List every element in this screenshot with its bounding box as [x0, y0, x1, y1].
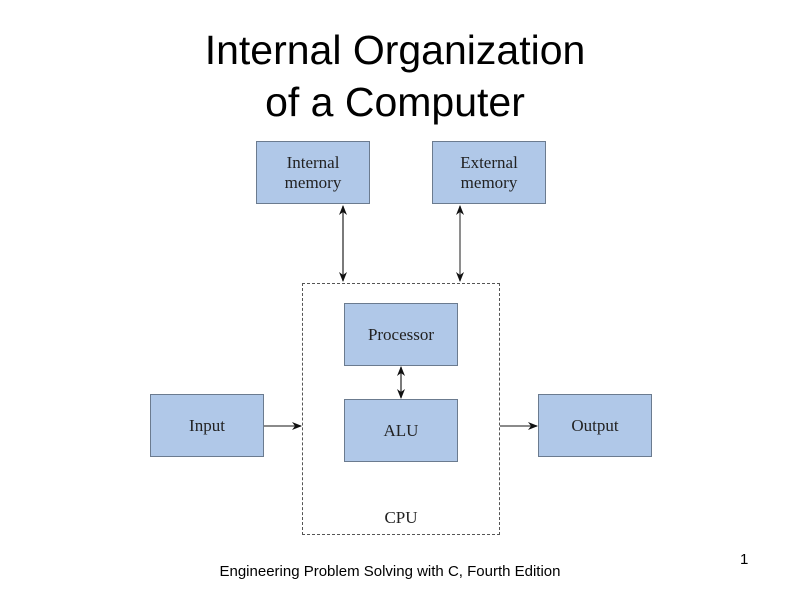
slide-title: Internal Organization of a Computer — [0, 24, 790, 128]
page-number: 1 — [740, 551, 749, 568]
title-line-2: of a Computer — [265, 79, 525, 125]
alu-box: ALU — [344, 399, 458, 462]
cpu-label: CPU — [384, 508, 418, 527]
slide-footer: Engineering Problem Solving with C, Four… — [219, 563, 561, 580]
input-box: Input — [150, 394, 264, 457]
output-box: Output — [538, 394, 652, 457]
internal-memory-box: Internal memory — [256, 141, 370, 204]
external-memory-box: External memory — [432, 141, 546, 204]
title-line-1: Internal Organization — [204, 27, 586, 73]
cpu-boundary — [302, 283, 500, 535]
processor-box: Processor — [344, 303, 458, 366]
